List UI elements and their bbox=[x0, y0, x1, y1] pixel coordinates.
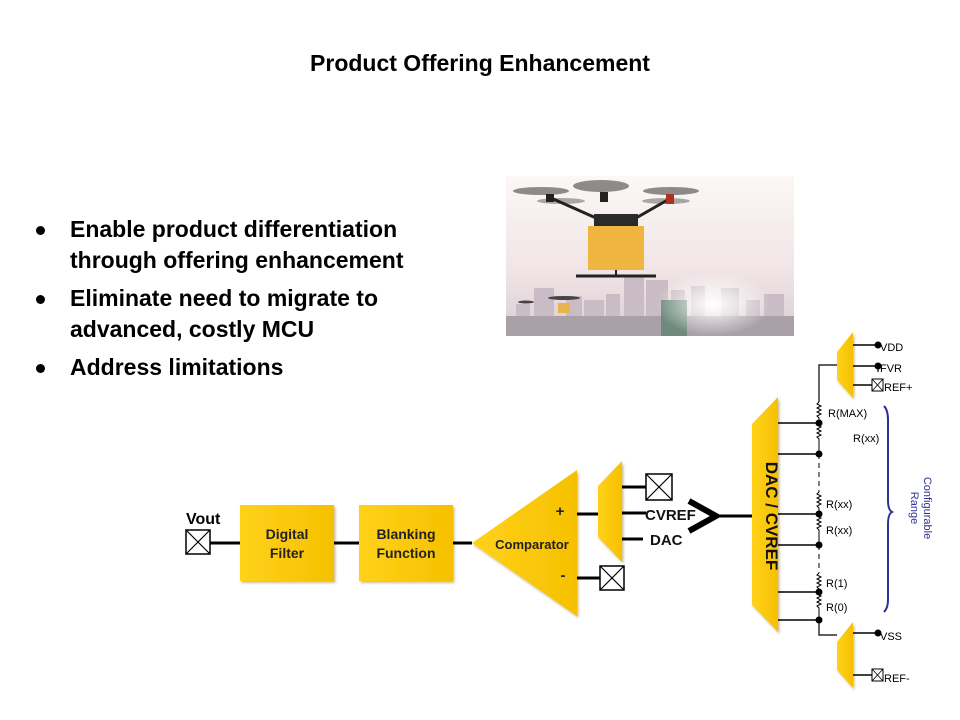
bullet-dot-icon bbox=[36, 364, 45, 373]
bullet-text-line: through offering enhancement bbox=[70, 247, 404, 273]
r-xx-label: R(xx) bbox=[826, 499, 852, 511]
vss-label: VSS bbox=[880, 631, 902, 643]
top-reference-mux: VDD FVR REF+ bbox=[818, 332, 912, 402]
resistor-icon bbox=[815, 591, 823, 620]
digital-filter-block: Digital Filter bbox=[240, 505, 334, 581]
digital-filter-label: Digital bbox=[266, 526, 309, 542]
vout-pin-icon bbox=[185, 529, 211, 555]
drone-photo-illustration bbox=[506, 176, 794, 336]
resistor-icon bbox=[815, 401, 823, 423]
drone-icon bbox=[513, 180, 699, 278]
node-dot-icon bbox=[815, 616, 823, 624]
r-xx-label: R(xx) bbox=[853, 433, 879, 445]
mux-input-pin-icon bbox=[645, 473, 673, 501]
r-0-label: R(0) bbox=[826, 602, 847, 614]
input-mux-block bbox=[598, 461, 622, 562]
dac-cvref-label: DAC / CVREF bbox=[762, 462, 781, 571]
ref-plus-pin-icon bbox=[871, 378, 884, 392]
bullet-text-line: Eliminate need to migrate to bbox=[70, 285, 378, 311]
bullet-dot-icon bbox=[36, 226, 45, 235]
node-dot-icon bbox=[874, 629, 882, 637]
cvref-input-label: CVREF bbox=[645, 507, 696, 524]
resistor-icon bbox=[815, 513, 823, 545]
bottom-reference-mux: VSS REF- bbox=[837, 622, 910, 688]
bullet-text-line: Address limitations bbox=[70, 354, 284, 380]
ref-minus-label: REF- bbox=[884, 673, 910, 685]
ref-minus-pin-icon bbox=[871, 668, 884, 682]
vdd-label: VDD bbox=[880, 342, 903, 354]
node-dot-icon bbox=[815, 541, 823, 549]
ref-plus-label: REF+ bbox=[884, 382, 912, 394]
vout-label: Vout bbox=[186, 511, 221, 528]
r-xx-label: R(xx) bbox=[826, 525, 852, 537]
blanking-function-block: Blanking Function bbox=[359, 505, 453, 581]
comparator-block: Comparator + - bbox=[472, 470, 577, 616]
comparator-minus-label: - bbox=[561, 567, 566, 584]
ladder-taps bbox=[778, 419, 823, 624]
slide-title: Product Offering Enhancement bbox=[310, 50, 650, 76]
r-1-label: R(1) bbox=[826, 578, 847, 590]
dac-input-label: DAC bbox=[650, 532, 683, 549]
node-dot-icon bbox=[815, 588, 823, 596]
range-label-line: Configurable bbox=[921, 477, 933, 539]
configurable-range-label: Configurable Range bbox=[908, 477, 933, 539]
range-brace-icon bbox=[883, 405, 895, 613]
r-max-label: R(MAX) bbox=[828, 408, 867, 420]
range-label-line: Range bbox=[908, 492, 920, 524]
comparator-label: Comparator bbox=[495, 537, 569, 552]
minus-input-pin-icon bbox=[599, 565, 625, 591]
bullet-text-line: advanced, costly MCU bbox=[70, 316, 315, 342]
bullet-item: Eliminate need to migrate to advanced, c… bbox=[34, 283, 484, 345]
bullet-dot-icon bbox=[36, 295, 45, 304]
fvr-label: FVR bbox=[880, 363, 902, 375]
node-dot-icon bbox=[874, 341, 882, 349]
bullet-item: Address limitations bbox=[34, 352, 484, 383]
resistor-ladder bbox=[815, 401, 837, 636]
blanking-function-label: Function bbox=[376, 545, 435, 561]
node-dot-icon bbox=[815, 419, 823, 427]
dac-cvref-block: DAC / CVREF bbox=[752, 397, 781, 632]
small-drone-icon bbox=[518, 296, 580, 313]
bullet-item: Enable product differentiation through o… bbox=[34, 214, 484, 276]
resistor-icon bbox=[815, 422, 823, 454]
resistor-icon bbox=[815, 491, 823, 514]
digital-filter-label: Filter bbox=[270, 545, 305, 561]
drone-photo bbox=[506, 176, 794, 336]
bullet-text-line: Enable product differentiation bbox=[70, 216, 398, 242]
resistor-icon bbox=[815, 572, 823, 592]
node-dot-icon bbox=[815, 450, 823, 458]
bullet-list: Enable product differentiation through o… bbox=[34, 214, 484, 390]
blanking-function-label: Blanking bbox=[376, 526, 435, 542]
node-dot-icon bbox=[815, 510, 823, 518]
comparator-plus-label: + bbox=[556, 503, 565, 520]
